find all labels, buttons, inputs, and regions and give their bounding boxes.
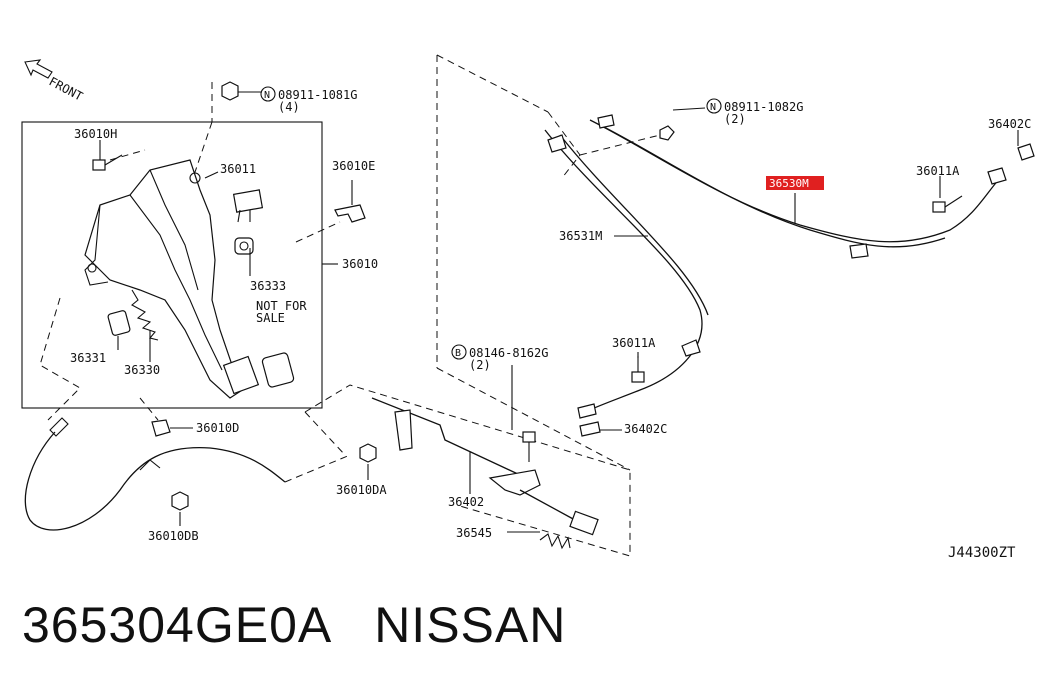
guide-line: [436, 367, 631, 471]
label-36333: 36333: [250, 279, 286, 293]
pedal-bracket: [84, 159, 260, 399]
bolt-36011a-icon: [631, 356, 645, 383]
label-36011: 36011: [220, 162, 256, 176]
label-36011a-top: 36011A: [916, 164, 960, 178]
svg-text:N: N: [710, 102, 716, 113]
brand-name: NISSAN: [374, 597, 567, 653]
label-36402: 36402: [448, 495, 484, 509]
bolt-36011a-icon: [932, 195, 963, 213]
guide-line: [192, 121, 213, 179]
guide-line: [436, 54, 549, 113]
highlighted-part-label: 36530M: [766, 176, 824, 190]
label-8162g-qty: (2): [469, 358, 491, 372]
guide-line: [304, 411, 346, 456]
clip-36010e-icon: [334, 204, 366, 223]
svg-text:36530M: 36530M: [769, 177, 809, 190]
nut-08911-1081g-icon: [221, 81, 239, 101]
guide-line: [579, 134, 661, 156]
guide-line: [295, 221, 341, 243]
label-36010h: 36010H: [74, 127, 117, 141]
diagram-code: J44300ZT: [948, 545, 1016, 561]
guide-line: [139, 397, 159, 421]
label-08911-1081g: 08911-1081G: [278, 88, 357, 102]
guide-line: [39, 297, 81, 421]
clip-36010d-icon: [151, 419, 171, 437]
front-arrow-icon: [24, 59, 53, 79]
svg-text:N: N: [264, 90, 270, 101]
rear-cable-right-inner: [599, 124, 946, 248]
circle-b-icon: B: [451, 344, 467, 360]
label-36330: 36330: [124, 363, 160, 377]
label-08911-1082g: 08911-1082G: [724, 100, 803, 114]
label-36011a-mid: 36011A: [612, 336, 656, 350]
label-36402c-mid: 36402C: [624, 422, 667, 436]
guide-line: [284, 454, 351, 483]
rear-cable-left: [544, 129, 703, 413]
footer-caption: 365304GE0A NISSAN: [22, 596, 566, 654]
rear-cable-left-inner: [559, 134, 709, 316]
cable-clip-icon: [139, 459, 161, 471]
bolt-08146-8162g-icon: [522, 431, 536, 462]
spring-36545-icon: [539, 533, 571, 550]
label-08146-8162g: 08146-8162G: [469, 346, 548, 360]
label-36010d: 36010D: [196, 421, 239, 435]
label-36331: 36331: [70, 351, 106, 365]
label-36010da: 36010DA: [336, 483, 387, 497]
circle-n-icon: N: [706, 98, 722, 114]
label-36010db: 36010DB: [148, 529, 199, 543]
label-36010e: 36010E: [332, 159, 375, 173]
spring-36330-icon: [131, 289, 159, 341]
pad-36331-icon: [107, 310, 131, 336]
label-not-for: NOT FOR: [256, 299, 307, 313]
label-36545: 36545: [456, 526, 492, 540]
label-36010: 36010: [342, 257, 378, 271]
svg-text:B: B: [455, 348, 461, 359]
label-sale: SALE: [256, 311, 285, 325]
lever-36402-icon: [371, 397, 599, 536]
part-number: 365304GE0A: [22, 597, 330, 653]
pedal-pad-icon: [261, 352, 295, 388]
label-36531m: 36531M: [559, 229, 602, 243]
label-1081g-qty: (4): [278, 100, 300, 114]
circle-n-icon: N: [260, 86, 276, 102]
switch-36011-icon: [232, 189, 264, 223]
leader-lines: [99, 91, 1019, 533]
pedal-assembly-box: [21, 121, 323, 409]
nut-36010da-icon: [359, 443, 377, 463]
label-36402c-top: 36402C: [988, 117, 1031, 131]
label-1082g-qty: (2): [724, 112, 746, 126]
cable-end-icon: [49, 417, 69, 437]
front-label: FRONT: [47, 74, 85, 103]
cable-fitting-icon: [547, 114, 1035, 437]
stopper-36333-icon: [234, 237, 254, 255]
nut-36010db-icon: [171, 491, 189, 511]
bolt-36010h-icon: [92, 154, 123, 171]
front-cable: [24, 431, 286, 531]
